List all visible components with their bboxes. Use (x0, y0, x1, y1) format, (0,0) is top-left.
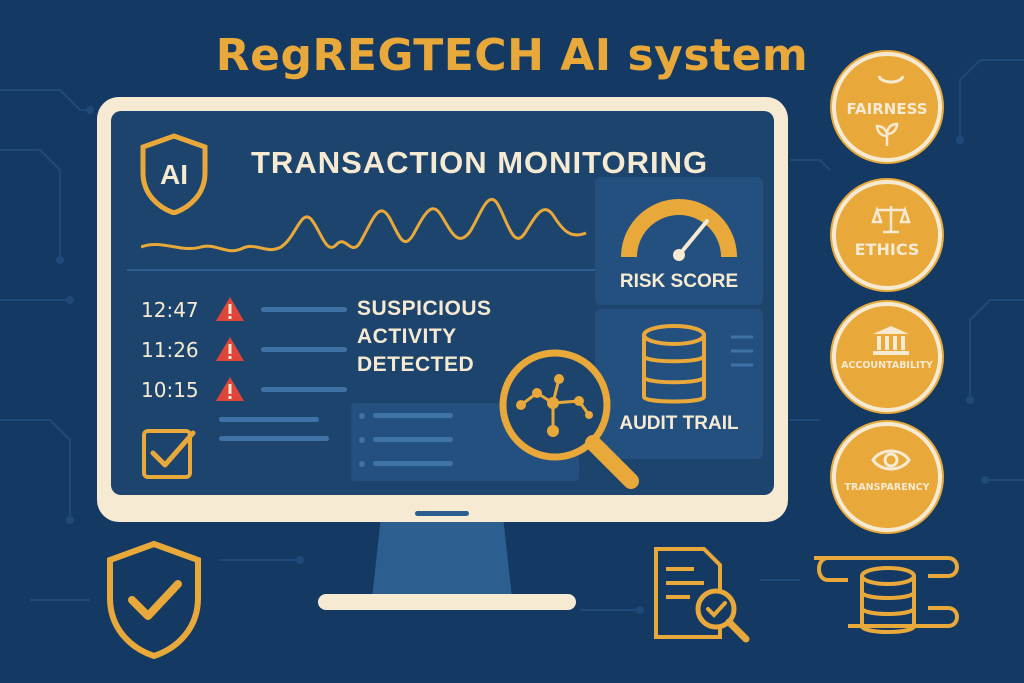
audit-trail-panel[interactable]: AUDIT TRAIL (595, 309, 763, 459)
dashboard-screen: AI TRANSACTION MONITORING RISK SCORE (111, 111, 774, 495)
warning-icon (216, 297, 244, 321)
suspicious-activity-text: SUSPICIOUS ACTIVITY DETECTED (357, 295, 492, 379)
alert-row[interactable]: 12:47 (141, 293, 351, 327)
warning-icon (216, 337, 244, 361)
eye-icon (871, 449, 911, 471)
suspicious-line-1: SUSPICIOUS (357, 297, 492, 320)
badge-label: ETHICS (854, 240, 920, 259)
checkbox-icon[interactable] (141, 423, 199, 481)
badge-label: ACCOUNTABILITY (841, 360, 933, 371)
ai-badge-text: AI (160, 159, 188, 190)
transaction-waveform (141, 198, 587, 253)
suspicious-line-2: ACTIVITY (357, 325, 457, 348)
badge-ethics[interactable]: ETHICS (832, 180, 942, 290)
badge-transparency[interactable]: TRANSPARENCY (832, 422, 942, 532)
badge-label: FAIRNESS (846, 100, 928, 118)
risk-score-panel[interactable]: RISK SCORE (595, 177, 763, 305)
warning-icon (216, 377, 244, 401)
magnifier-network-icon[interactable] (493, 343, 653, 495)
monitor: AI TRANSACTION MONITORING RISK SCORE (97, 97, 788, 522)
alert-time: 10:15 (141, 378, 199, 402)
shield-check-icon (107, 540, 201, 660)
alert-time: 11:26 (141, 338, 199, 362)
badge-label: TRANSPARENCY (844, 482, 930, 493)
risk-score-label: RISK SCORE (619, 271, 739, 292)
alert-detail-bar (261, 347, 347, 352)
scale-fairness-icon (877, 75, 905, 84)
page-title: TRANSACTION MONITORING (251, 145, 709, 180)
app-title: RegREGTECH AI system (215, 30, 809, 81)
alert-detail-bar (261, 307, 347, 312)
institution-icon (873, 326, 909, 355)
monitor-base (318, 594, 576, 610)
badge-accountability[interactable]: ACCOUNTABILITY (832, 302, 942, 412)
sprout-icon (875, 122, 899, 146)
suspicious-line-3: DETECTED (357, 353, 475, 376)
database-coins-icon (642, 324, 706, 404)
document-search-icon (654, 547, 750, 643)
divider (127, 269, 687, 271)
monitor-stand (372, 522, 512, 598)
badge-fairness[interactable]: FAIRNESS (832, 52, 942, 162)
balance-scale-icon (871, 206, 911, 234)
checklist-lines (219, 417, 329, 455)
alert-time: 12:47 (141, 298, 199, 322)
gauge-icon (621, 199, 737, 261)
power-indicator (415, 511, 469, 516)
coin-stack-icon (814, 556, 959, 634)
log-lines-icon (731, 335, 753, 367)
alert-row[interactable]: 10:15 (141, 373, 351, 407)
alert-row[interactable]: 11:26 (141, 333, 351, 367)
ai-shield-icon (140, 133, 208, 215)
alert-detail-bar (261, 387, 347, 392)
audit-trail-label: AUDIT TRAIL (619, 413, 739, 434)
